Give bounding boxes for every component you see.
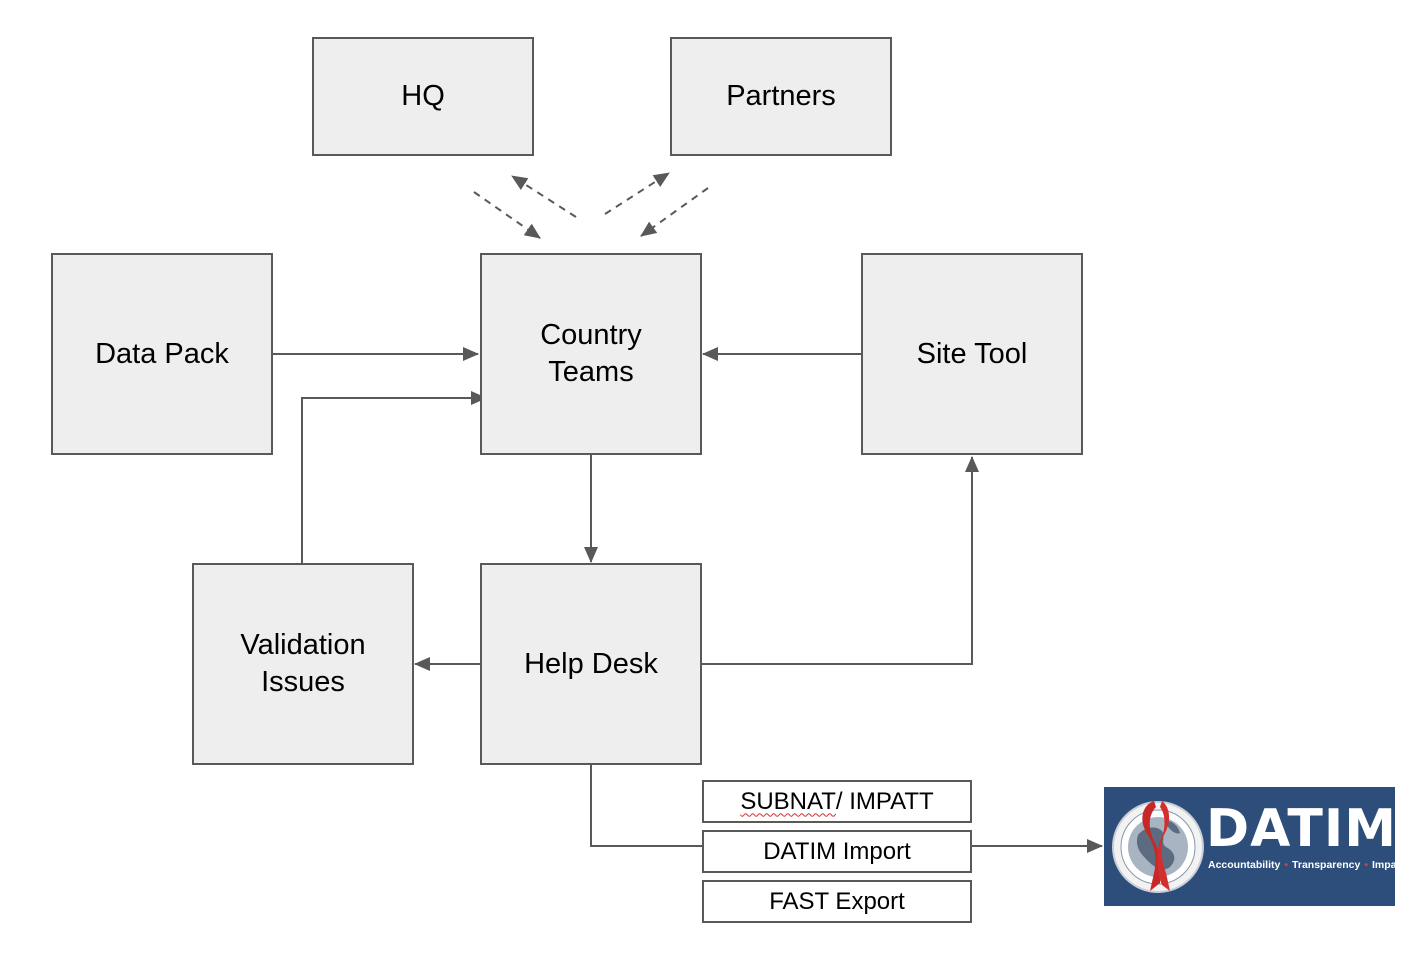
- globe-seal-icon: [1112, 801, 1204, 893]
- arrow-hq-to-country-teams: [473, 191, 541, 239]
- country-teams-label-line1: Country: [540, 319, 642, 351]
- arrow-validation-issues-to-country-teams: [301, 391, 487, 564]
- subnat-text: SUBNAT: [740, 787, 836, 815]
- datim-tagline: Accountability•Transparency•Impact: [1208, 859, 1395, 871]
- datim-logo: DATIM Accountability•Transparency•Impact: [1104, 787, 1395, 906]
- partners-box: Partners: [670, 37, 892, 156]
- hq-label: HQ: [401, 80, 445, 112]
- hq-box: HQ: [312, 37, 534, 156]
- tagline-dot-icon: •: [1284, 859, 1289, 871]
- validation-issues-label-line1: Validation: [240, 629, 366, 661]
- tagline-impact: Impact: [1372, 859, 1395, 871]
- help-desk-label: Help Desk: [524, 647, 658, 680]
- fast-export-label: FAST Export: [769, 887, 905, 915]
- datim-wordmark: DATIM: [1206, 799, 1395, 859]
- impatt-text: / IMPATT: [835, 787, 934, 815]
- country-teams-box: Country Teams: [480, 253, 702, 455]
- tagline-transparency: Transparency: [1292, 859, 1361, 871]
- validation-issues-label-line2: Issues: [261, 666, 345, 698]
- validation-issues-box: Validation Issues: [192, 563, 414, 765]
- datim-import-box: DATIM Import: [702, 830, 972, 873]
- site-tool-label: Site Tool: [916, 337, 1028, 370]
- data-pack-box: Data Pack: [51, 253, 273, 455]
- fast-export-box: FAST Export: [702, 880, 972, 923]
- subnat-impatt-label: SUBNAT/ IMPATT: [740, 788, 933, 816]
- help-desk-box: Help Desk: [480, 563, 702, 765]
- arrow-partners-to-country-teams: [640, 187, 709, 237]
- connector-help-desk-to-datim-import: [590, 765, 703, 847]
- tagline-accountability: Accountability: [1208, 859, 1281, 871]
- arrow-help-desk-to-site-tool: [701, 456, 979, 665]
- tagline-dot-icon: •: [1364, 859, 1369, 871]
- country-teams-label-line2: Teams: [548, 356, 634, 388]
- site-tool-box: Site Tool: [861, 253, 1083, 455]
- partners-label: Partners: [726, 80, 836, 112]
- data-pack-label: Data Pack: [95, 337, 229, 370]
- arrow-country-teams-to-hq: [511, 175, 577, 218]
- subnat-impatt-box: SUBNAT/ IMPATT: [702, 780, 972, 823]
- datim-import-label: DATIM Import: [763, 837, 911, 865]
- arrow-country-teams-to-partners: [604, 172, 670, 215]
